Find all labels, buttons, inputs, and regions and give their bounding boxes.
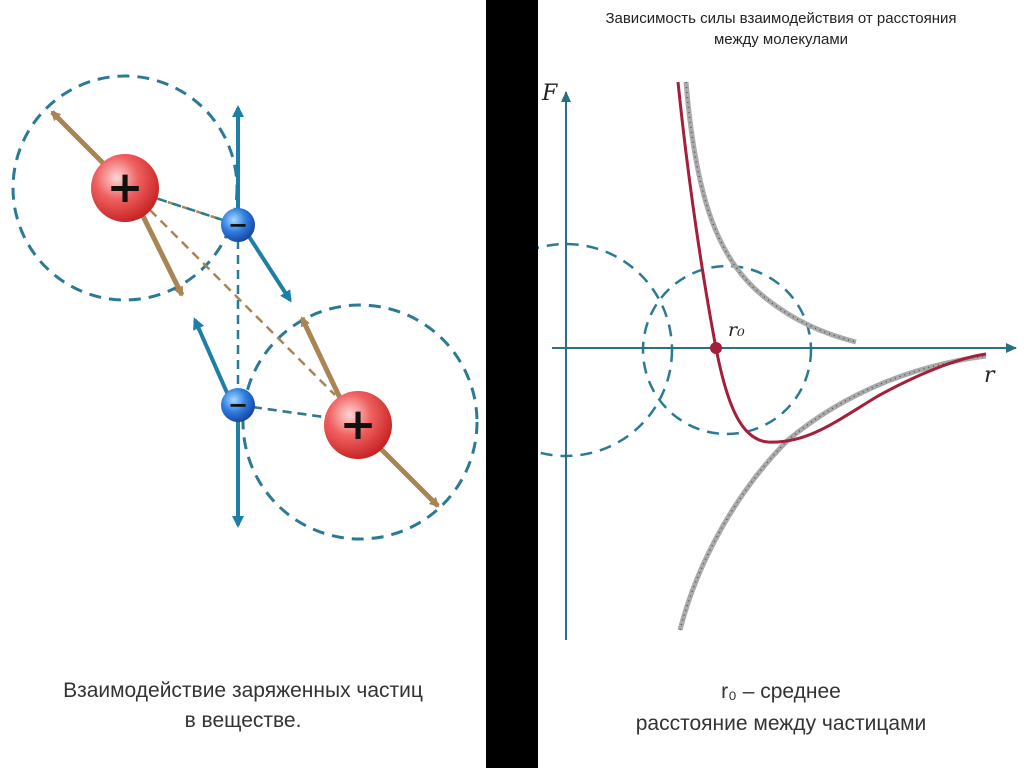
- right-caption-line2: расстояние между частицами: [635, 712, 927, 735]
- attraction-curve: [677, 353, 987, 631]
- equilibrium-label: r₀: [728, 319, 745, 341]
- x-axis-label: r: [984, 363, 996, 388]
- molecule-circle-right: [641, 264, 813, 436]
- equilibrium-point: [710, 342, 722, 354]
- molecule-circle-left: [538, 242, 674, 458]
- y-axis-label: F: [541, 81, 558, 106]
- force-distance-graph: F r r₀: [538, 81, 1017, 640]
- resultant-force-curve: [676, 81, 987, 444]
- charged-particles-panel: + + − − Взаимодействие заряженных частиц…: [0, 0, 486, 768]
- negative-charge-lower: −: [221, 388, 255, 422]
- repulsion-curve: [683, 81, 857, 345]
- interaction-lines-blue: [124, 186, 361, 424]
- graph-title-line2: между молекулами: [713, 31, 849, 48]
- graph-title-line1: Зависимость силы взаимодействия от расст…: [605, 10, 957, 27]
- force-distance-panel: Зависимость силы взаимодействия от расст…: [538, 0, 1024, 768]
- force-arrows-tan: [50, 110, 440, 508]
- graph-title: Зависимость силы взаимодействия от расст…: [538, 8, 1024, 50]
- orbit-lower: [241, 303, 479, 541]
- left-caption-line1: Взаимодействие заряженных частиц: [63, 679, 423, 702]
- positive-sign: +: [340, 399, 377, 450]
- negative-sign: −: [228, 391, 248, 419]
- attraction-curve-dots: [679, 355, 987, 631]
- left-caption: Взаимодействие заряженных частиц в вещес…: [0, 676, 486, 736]
- positive-sign: +: [107, 162, 144, 213]
- force-arrows-blue: [193, 105, 292, 528]
- charged-particles-diagram: + + − −: [11, 74, 479, 541]
- positive-charge-upper: +: [91, 154, 159, 222]
- left-caption-line2: в веществе.: [184, 709, 302, 732]
- positive-charge-lower: +: [324, 391, 392, 459]
- right-caption-line1: r₀ – среднее: [721, 680, 841, 703]
- negative-sign: −: [228, 211, 248, 239]
- right-caption: r₀ – среднее расстояние между частицами: [538, 676, 1024, 740]
- negative-charge-upper: −: [221, 208, 255, 242]
